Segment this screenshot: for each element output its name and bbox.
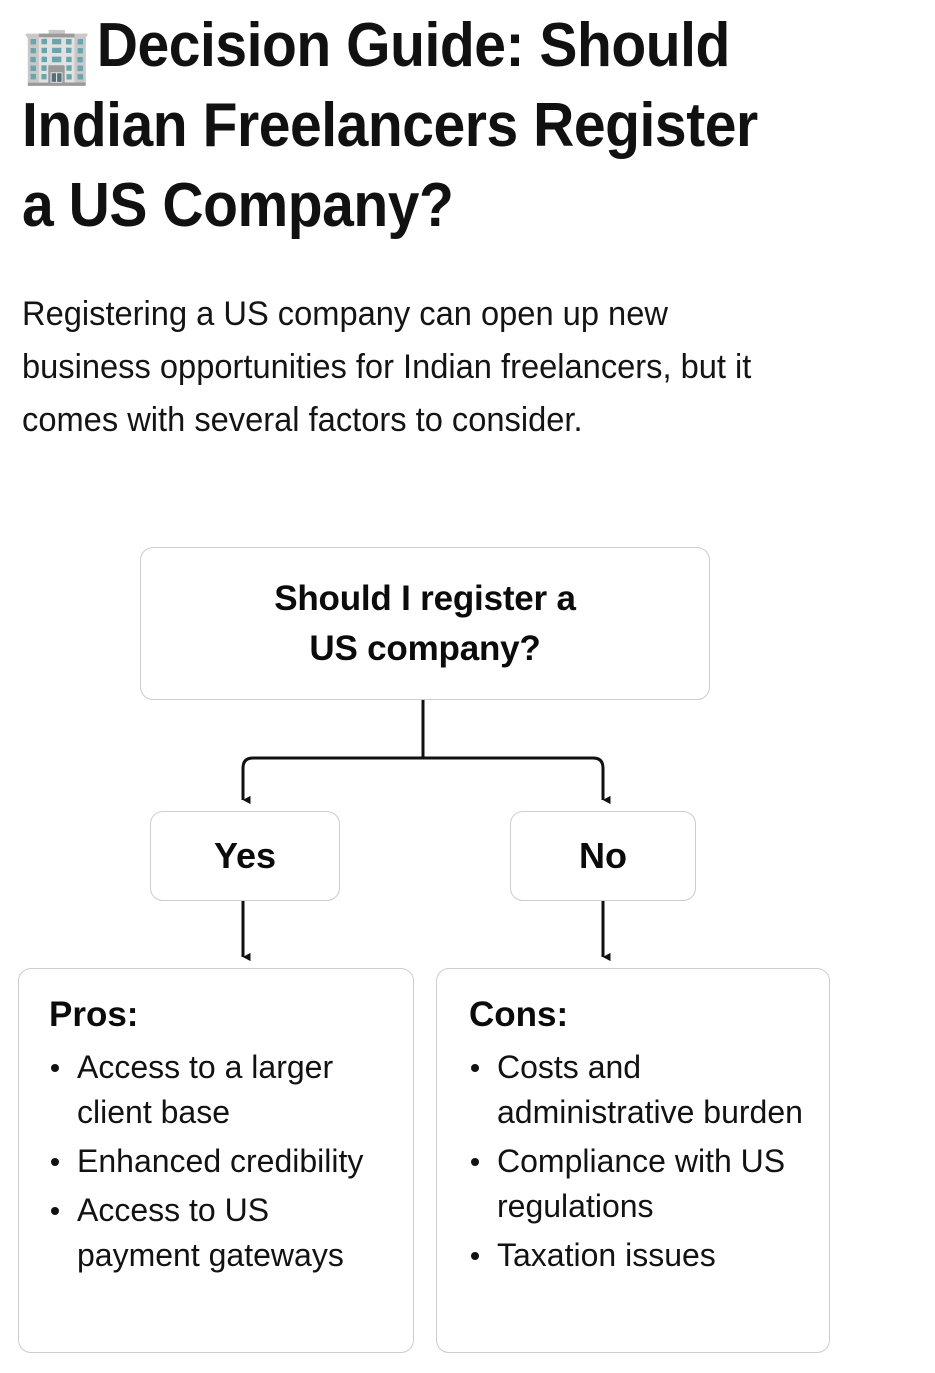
branch-node-yes-label: Yes: [213, 835, 277, 876]
list-item: Costs and administrative burden: [469, 1045, 819, 1135]
list-item-text: Access to a larger client base: [77, 1049, 334, 1130]
list-item: Access to US payment gateways: [49, 1188, 399, 1278]
list-item: Taxation issues: [469, 1233, 819, 1278]
list-item-text: Access to US payment gateways: [77, 1192, 344, 1273]
outcome-cons-list: Costs and administrative burden Complian…: [469, 1045, 819, 1278]
outcome-pros-heading: Pros:: [49, 995, 139, 1034]
decision-node-root[interactable]: Should I register a US company?: [140, 547, 710, 700]
branch-node-yes[interactable]: Yes: [150, 811, 340, 901]
list-item-text: Taxation issues: [497, 1237, 716, 1273]
list-item-text: Costs and administrative burden: [497, 1049, 803, 1130]
outcome-cons-heading: Cons:: [469, 995, 569, 1034]
branch-node-no-label: No: [579, 835, 627, 876]
outcome-cons-content: Cons: Costs and administrative burden Co…: [469, 991, 819, 1282]
list-item: Enhanced credibility: [49, 1139, 399, 1184]
list-item: Compliance with US regulations: [469, 1139, 819, 1229]
outcome-node-pros[interactable]: Pros: Access to a larger client base Enh…: [18, 968, 414, 1353]
bullet-icon: [51, 1158, 59, 1166]
connector-root-to-no: [423, 756, 611, 805]
bullet-icon: [471, 1252, 479, 1260]
list-item: Access to a larger client base: [49, 1045, 399, 1135]
connector-root-to-yes: [241, 756, 423, 805]
page-title-text: Decision Guide: Should Indian Freelancer…: [22, 11, 758, 240]
list-item-text: Compliance with US regulations: [497, 1143, 786, 1224]
outcome-pros-content: Pros: Access to a larger client base Enh…: [49, 991, 399, 1282]
bullet-icon: [471, 1064, 479, 1072]
bullet-icon: [471, 1158, 479, 1166]
bullet-icon: [51, 1064, 59, 1072]
decision-node-root-label: Should I register a US company?: [274, 578, 576, 668]
office-building-emoji: 🏢: [22, 23, 92, 86]
article-header: 🏢Decision Guide: Should Indian Freelance…: [22, 6, 852, 246]
branch-node-no[interactable]: No: [510, 811, 696, 901]
page-title: 🏢Decision Guide: Should Indian Freelance…: [22, 6, 786, 246]
outcome-pros-list: Access to a larger client base Enhanced …: [49, 1045, 399, 1278]
outcome-node-cons[interactable]: Cons: Costs and administrative burden Co…: [436, 968, 830, 1353]
bullet-icon: [51, 1207, 59, 1215]
list-item-text: Enhanced credibility: [77, 1143, 364, 1179]
intro-paragraph: Registering a US company can open up new…: [22, 295, 752, 439]
